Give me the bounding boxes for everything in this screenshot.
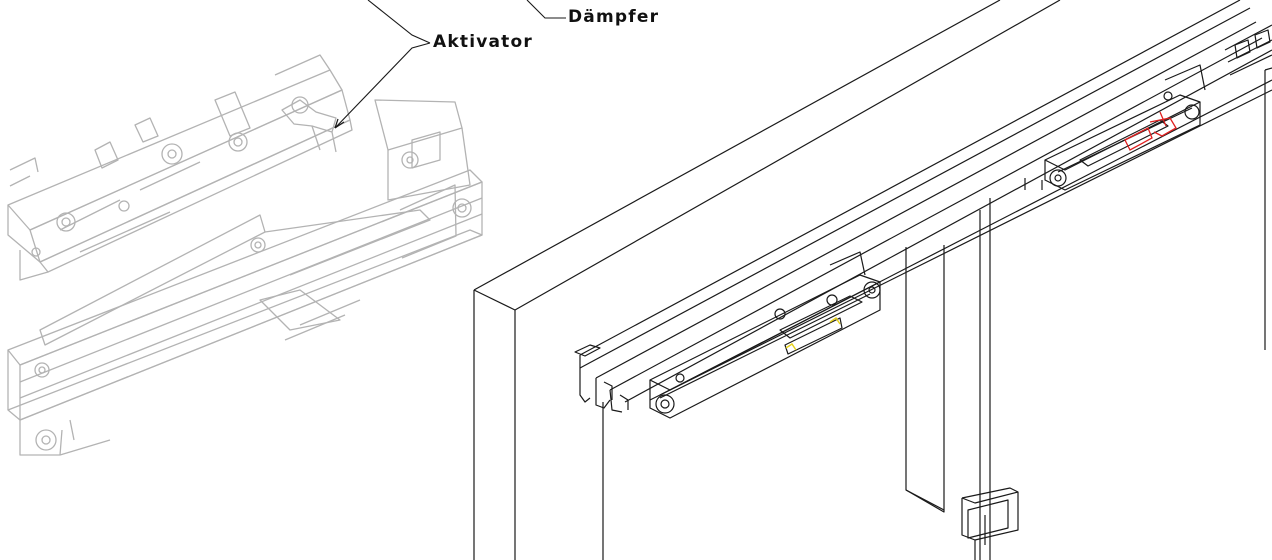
door-panels (602, 67, 1272, 560)
activator-leader-arrowhead (334, 118, 345, 129)
activator-leader-a (367, 0, 431, 44)
wall-block (473, 0, 1061, 560)
top-track-profile (574, 0, 1272, 413)
activator-highlight (1124, 111, 1177, 151)
activator-callout-label: Aktivator (433, 32, 533, 52)
damper-highlight (785, 317, 841, 351)
callout-leaders (334, 0, 566, 129)
floor-guide (961, 487, 1019, 560)
left-trolley (649, 251, 881, 419)
activator-bracket (7, 54, 353, 281)
damper-leader (526, 0, 566, 19)
activator-leader-b (334, 42, 431, 129)
damper-callout-label: Dämpfer (568, 7, 660, 27)
rail-section (7, 99, 483, 456)
installed-assembly (473, 0, 1272, 560)
detail-view-damper-unit (7, 54, 483, 456)
